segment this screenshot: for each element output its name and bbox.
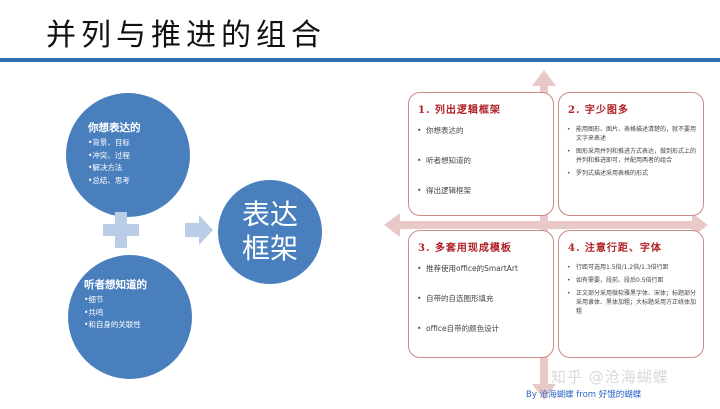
title-bar: 并列与推进的组合 — [0, 0, 720, 62]
card-3-item: 推荐使用office的SmartArt — [417, 263, 547, 274]
circle-bottom-item: •和自身的关联性 — [84, 320, 141, 329]
circle-top-list: •背景、目标 •冲突、过程 •解决方法 •总结、思考 — [88, 137, 130, 187]
circle-what-listener-wants: 听者想知道的 •细节 •共鸣 •和自身的关联性 — [68, 255, 192, 379]
circle-top-item: •解决方法 — [88, 163, 123, 172]
circle-bottom-list: •细节 •共鸣 •和自身的关联性 — [84, 294, 141, 332]
card-4-item: 如有需要，段前、段后0.5倍行距 — [567, 276, 697, 285]
circle-top-item: •冲突、过程 — [88, 150, 130, 160]
watermark: 知乎 @沧海蝴蝶 — [551, 368, 669, 386]
card-4-item: 正文部分采用微软雅黑字体、宋体；标题部分采用隶体、黑体加粗；大标题采用方正姚体加… — [567, 289, 697, 316]
card-1-item: 得出逻辑框架 — [417, 185, 547, 196]
circle-bottom-title: 听者想知道的 — [84, 279, 147, 291]
plus-icon — [103, 212, 139, 248]
circle-bottom-item: •细节 — [84, 295, 104, 304]
card-use-templates: 3. 多套用现成模板 推荐使用office的SmartArt 自带的自选图形填充… — [408, 230, 554, 358]
card-3-list: 推荐使用office的SmartArt 自带的自选图形填充 office自带的颜… — [417, 263, 547, 353]
circle-expression-framework: 表达 框架 — [218, 180, 322, 284]
card-2-list: 能用图形、图片、表格描述清楚的，就不要用文字来表述 图形采用并列和推进方式表达，… — [567, 125, 697, 182]
card-logic-framework: 1. 列出逻辑框架 你想表达的 听者想知道的 得出逻辑框架 — [408, 92, 554, 216]
card-3-item: office自带的颜色设计 — [417, 323, 547, 334]
big-circle-line2: 框架 — [241, 232, 298, 265]
card-1-item: 听者想知道的 — [417, 155, 547, 166]
card-2-item: 能用图形、图片、表格描述清楚的，就不要用文字来表述 — [567, 125, 697, 143]
card-spacing-and-fonts: 4. 注意行距、字体 行距可选用1.5倍/1.2倍/1.3倍行距 如有需要，段前… — [558, 230, 704, 358]
arrow-right-icon — [185, 215, 213, 245]
big-circle-line1: 表达 — [241, 198, 298, 231]
card-2-title: 2. 字少图多 — [568, 105, 629, 116]
title-rule — [0, 58, 720, 62]
card-2-item: 罗列式描述采用表格的形式 — [567, 169, 697, 178]
circle-top-item: •背景、目标 — [88, 138, 130, 147]
card-4-list: 行距可选用1.5倍/1.2倍/1.3倍行距 如有需要，段前、段后0.5倍行距 正… — [567, 263, 697, 320]
card-less-text-more-images: 2. 字少图多 能用图形、图片、表格描述清楚的，就不要用文字来表述 图形采用并列… — [558, 92, 704, 216]
card-3-item: 自带的自选图形填充 — [417, 293, 547, 304]
card-4-title: 4. 注意行距、字体 — [568, 243, 662, 254]
card-1-list: 你想表达的 听者想知道的 得出逻辑框架 — [417, 125, 547, 215]
circle-top-item: •总结、思考 — [88, 175, 130, 185]
card-2-item: 图形采用并列和推进方式表达，做到形式上的并列和推进即可，并配用两者的组合 — [567, 147, 697, 165]
circle-what-you-express: 你想表达的 •背景、目标 •冲突、过程 •解决方法 •总结、思考 — [66, 93, 190, 217]
circle-bottom-item: •共鸣 — [84, 307, 104, 317]
circle-top-title: 你想表达的 — [88, 122, 141, 134]
credit-line: By 沧海蝴蝶 from 好饿的蝴蝶 — [526, 390, 642, 400]
slide-title: 并列与推进的组合 — [46, 18, 326, 53]
card-1-item: 你想表达的 — [417, 125, 547, 136]
card-3-title: 3. 多套用现成模板 — [418, 243, 512, 254]
card-1-title: 1. 列出逻辑框架 — [418, 105, 501, 116]
card-4-item: 行距可选用1.5倍/1.2倍/1.3倍行距 — [567, 263, 697, 272]
